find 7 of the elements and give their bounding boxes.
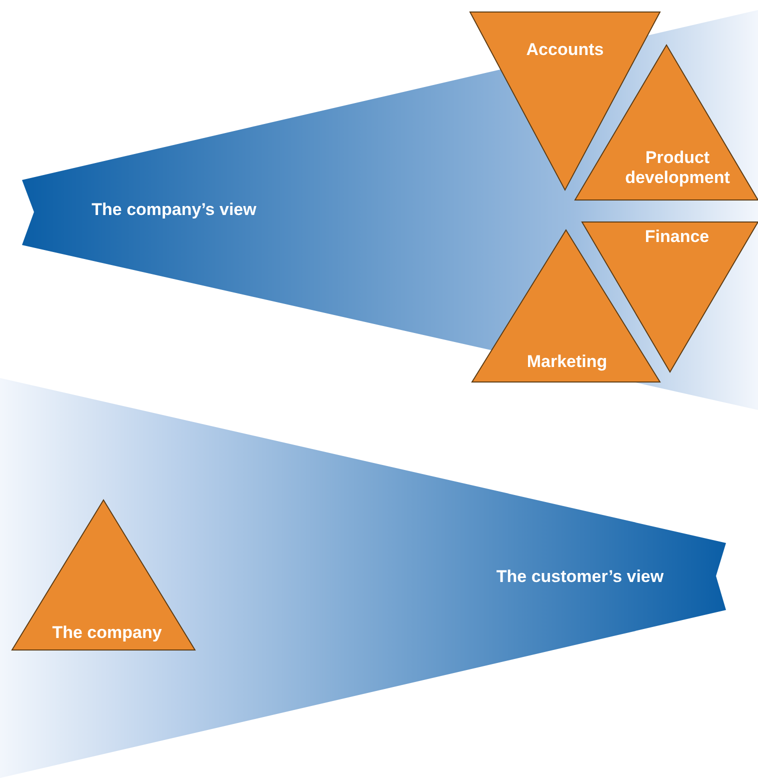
node-label: Product development xyxy=(624,148,731,188)
node-label: The company xyxy=(51,623,163,643)
node-label: The company’s view xyxy=(90,200,258,220)
node-label: The customer’s view xyxy=(495,567,665,587)
node-label: Accounts xyxy=(525,40,605,60)
node-label: Marketing xyxy=(526,352,608,372)
node-label: Finance xyxy=(644,227,710,247)
